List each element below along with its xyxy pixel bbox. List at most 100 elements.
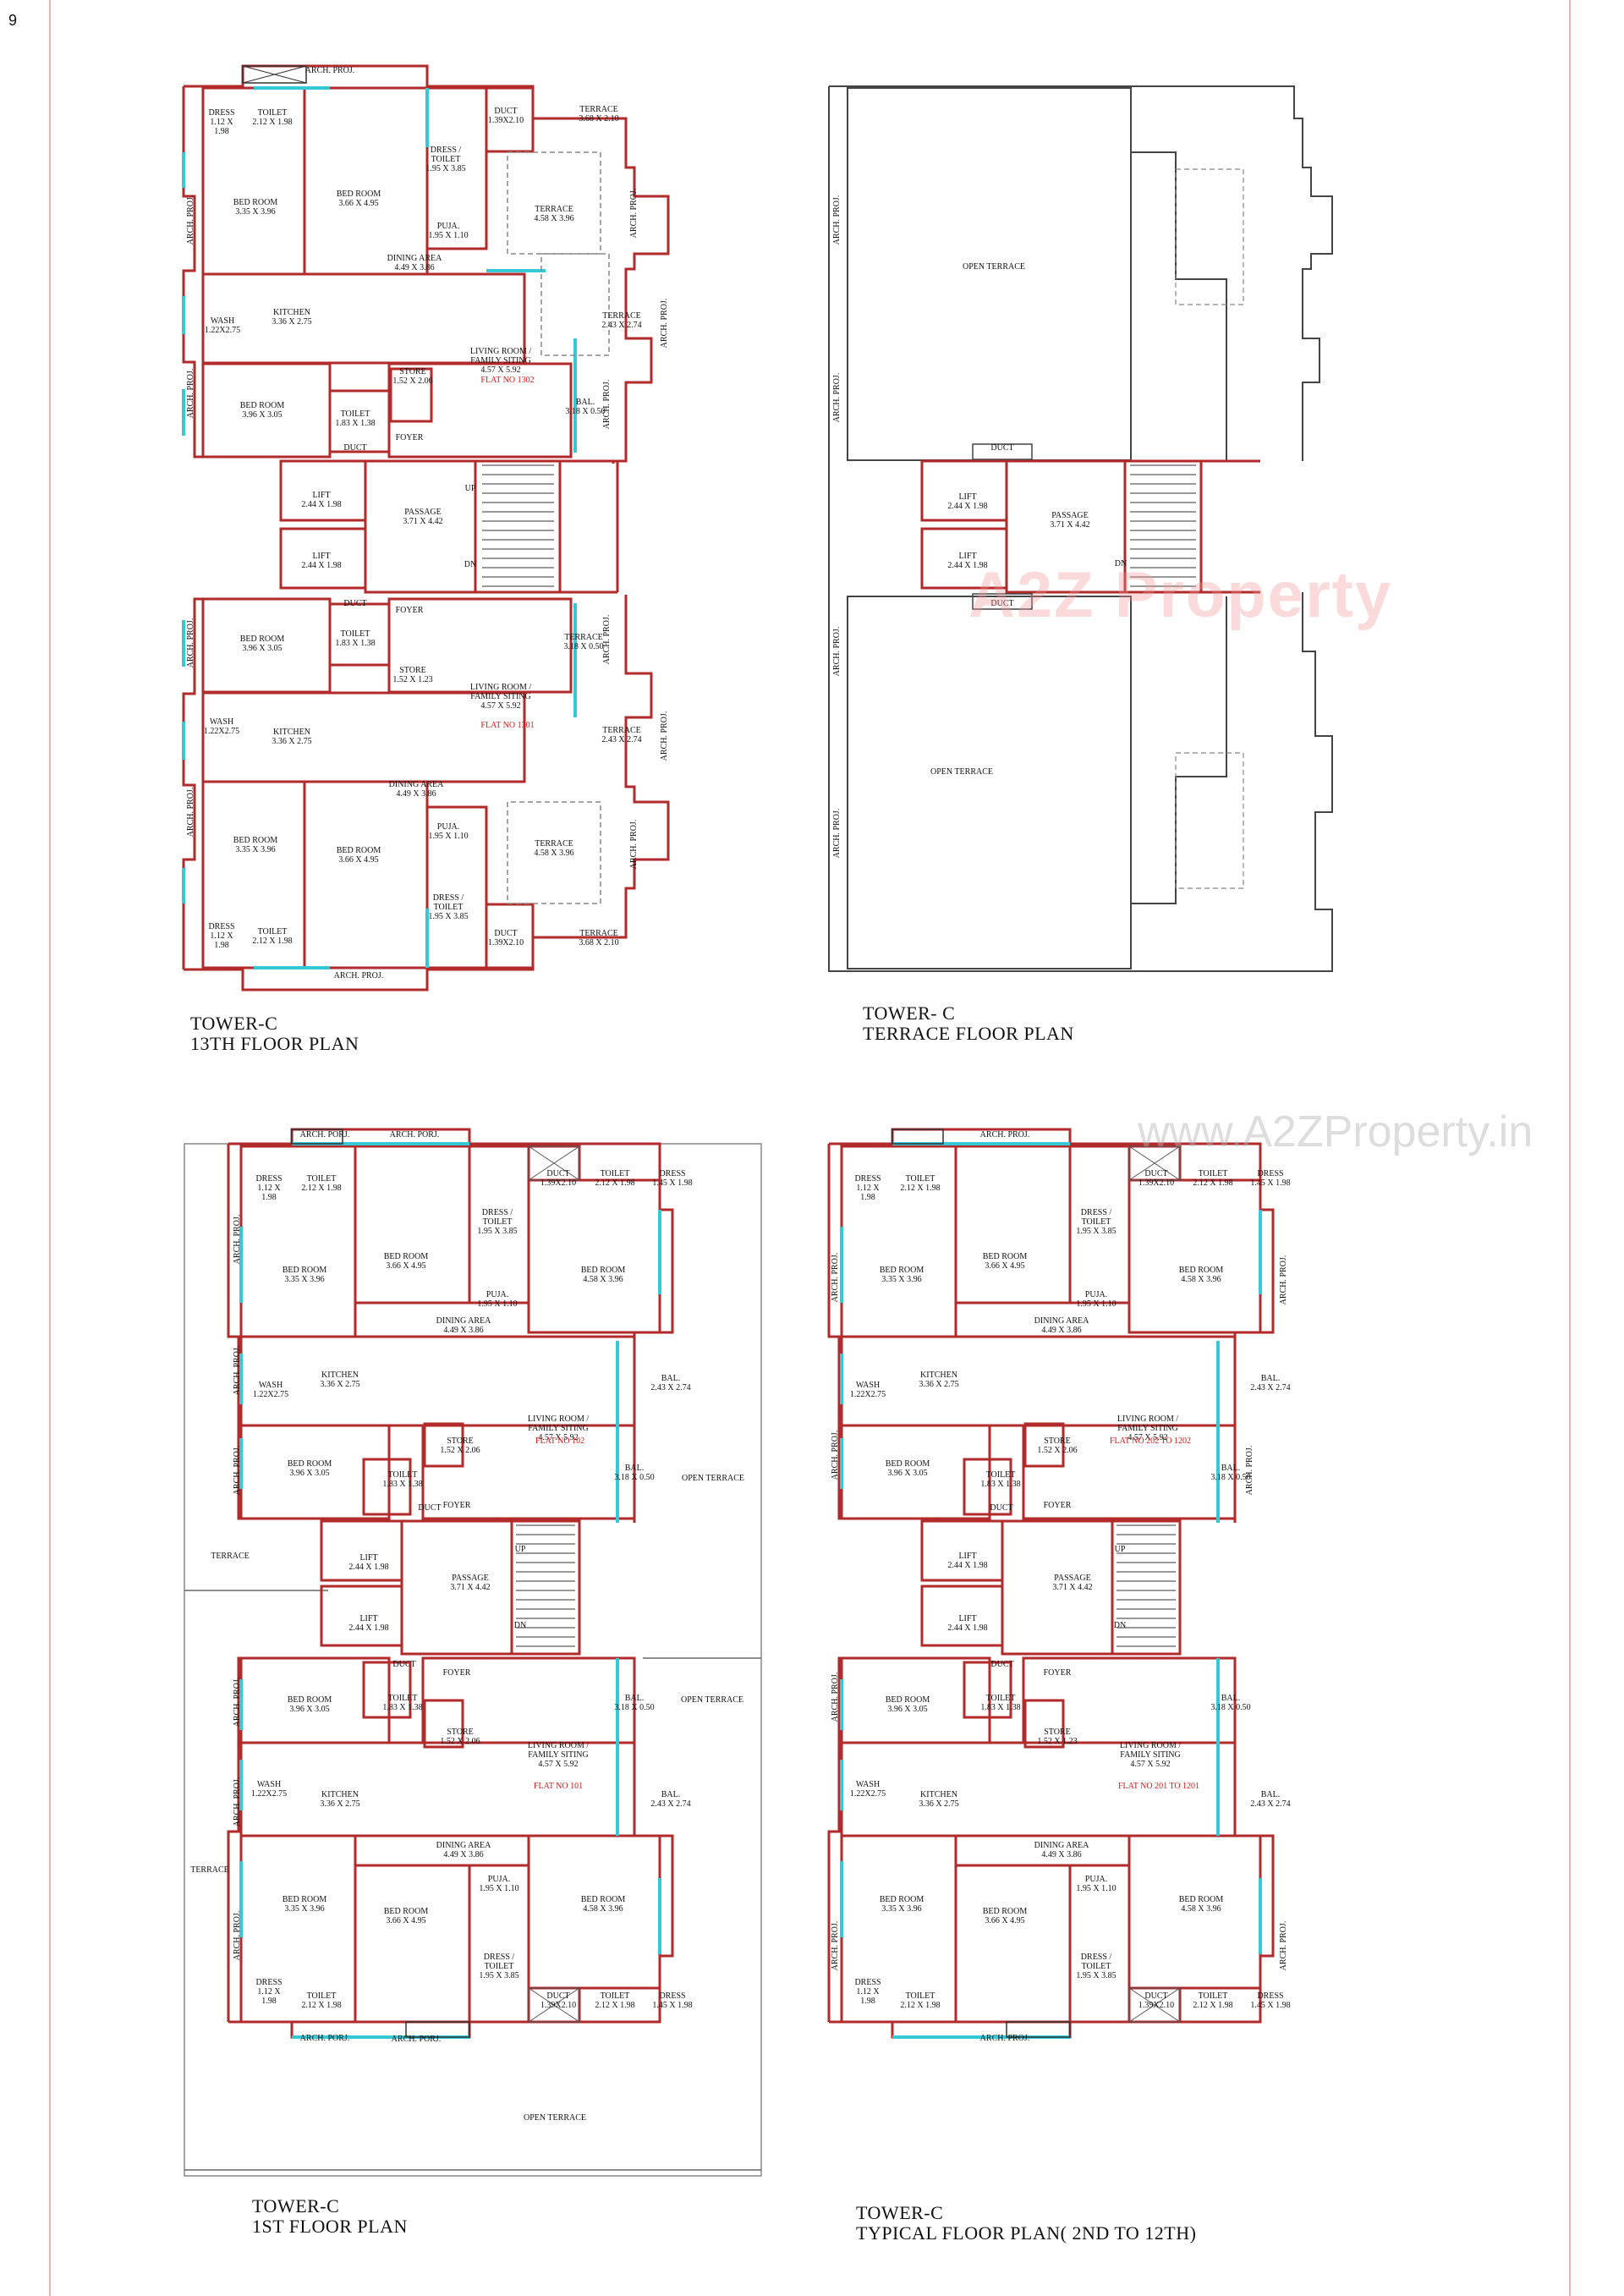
label-line: PUJA. bbox=[488, 1875, 510, 1884]
label-open-terrace: OPEN TERRACE bbox=[930, 767, 993, 777]
label-line: BED ROOM bbox=[288, 1695, 332, 1705]
label-line: TOILET bbox=[258, 108, 288, 118]
outer-wall bbox=[182, 597, 288, 969]
label-line: 3.18 X 0.50 bbox=[563, 642, 603, 651]
label-line: STORE bbox=[399, 367, 426, 376]
label-bal: BAL.2.43 X 2.74 bbox=[650, 1374, 690, 1392]
label-line: TOILET bbox=[485, 1962, 514, 1971]
title-terrace-floor: TOWER- C TERRACE FLOOR PLAN bbox=[863, 1003, 1074, 1044]
label-line: 2.44 X 1.98 bbox=[348, 1623, 388, 1633]
label-line: 1.12 X bbox=[257, 1987, 281, 1997]
title-line1: TOWER-C bbox=[856, 2202, 944, 2223]
label-line: PASSAGE bbox=[1054, 1574, 1091, 1583]
label-line: DUCT bbox=[392, 1660, 415, 1669]
label-arch-proj: ARCH. PROJ. bbox=[602, 380, 612, 430]
label-line: 3.35 X 3.96 bbox=[235, 207, 275, 217]
label-line: FOYER bbox=[396, 433, 424, 442]
label-duct: DUCT bbox=[990, 599, 1013, 608]
stair-wall bbox=[474, 459, 562, 594]
label-line: 1.95 X 3.85 bbox=[428, 912, 468, 921]
label-line: DRESS bbox=[659, 1169, 685, 1178]
label-line: 1.45 X 1.98 bbox=[1250, 1178, 1290, 1188]
label-line: 3.96 X 3.05 bbox=[289, 1705, 329, 1714]
title-line1: TOWER-C bbox=[252, 2195, 340, 2216]
label-line: ARCH. PROJ. bbox=[832, 195, 842, 245]
label-bal: BAL.3.18 X 0.50 bbox=[614, 1464, 654, 1482]
label-line: LIFT bbox=[312, 552, 330, 561]
terrace-outline bbox=[540, 253, 610, 356]
label-line: DRESS bbox=[1257, 1169, 1283, 1178]
label-line: 4.58 X 3.96 bbox=[583, 1275, 623, 1284]
label-line: FAMILY SITING bbox=[1120, 1750, 1181, 1760]
label-line: 3.35 X 3.96 bbox=[881, 1275, 921, 1284]
label-line: BED ROOM bbox=[581, 1895, 626, 1904]
label-line: 1.95 X 3.85 bbox=[1076, 1227, 1116, 1236]
label-line: OPEN TERRACE bbox=[930, 767, 993, 777]
duct-cross bbox=[528, 1145, 580, 1181]
label-line: 1.83 X 1.38 bbox=[382, 1703, 422, 1712]
living-wall bbox=[387, 362, 573, 459]
duct-box bbox=[972, 443, 1033, 460]
toilet-wall bbox=[963, 1458, 1012, 1516]
label-line: 1.95 X 1.10 bbox=[1076, 1299, 1116, 1309]
outer-wall bbox=[184, 64, 670, 464]
label-line: 3.71 X 4.42 bbox=[403, 517, 442, 526]
label-line: 3.66 X 4.95 bbox=[338, 199, 378, 208]
label-line: 1.52 X 2.06 bbox=[440, 1446, 480, 1455]
duct-box bbox=[528, 1145, 580, 1181]
duct-cross bbox=[1128, 1987, 1181, 2023]
label-flat-no: FLAT NO 202 TO 1202 bbox=[1110, 1436, 1191, 1446]
label-line: ARCH. PROJ. bbox=[233, 1446, 242, 1496]
label-arch-proj: ARCH. PROJ. bbox=[602, 615, 612, 665]
label-arch-proj: ARCH. PROJ. bbox=[629, 189, 639, 239]
label-foyer: FOYER bbox=[1044, 1501, 1072, 1510]
label-flat-no: FLAT NO 102 bbox=[535, 1436, 584, 1446]
label-duct: DUCT bbox=[418, 1503, 441, 1513]
label-line: DINING AREA bbox=[389, 780, 444, 789]
label-line: TOILET bbox=[307, 1174, 337, 1184]
label-line: 3.71 X 4.42 bbox=[450, 1583, 490, 1592]
label-line: DRESS / bbox=[433, 893, 464, 903]
label-line: ARCH. PROJ. bbox=[186, 788, 195, 838]
bedroom-wall bbox=[1127, 1178, 1262, 1334]
label-open-terrace: OPEN TERRACE bbox=[524, 2113, 586, 2123]
title-line1: TOWER- C bbox=[863, 1002, 956, 1024]
label-line: TOILET bbox=[601, 1169, 630, 1178]
label-arch-proj: ARCH. PROJ. bbox=[233, 1777, 242, 1827]
label-line: BED ROOM bbox=[384, 1252, 429, 1261]
label-line: 4.49 X 3.86 bbox=[394, 263, 434, 272]
label-line: 2.12 X 1.98 bbox=[252, 118, 292, 127]
label-line: FOYER bbox=[1044, 1501, 1072, 1510]
label-arch-proj: ARCH. PROJ. bbox=[832, 373, 842, 423]
label-line: TOILET bbox=[986, 1694, 1016, 1703]
label-line: ARCH. PROJ. bbox=[186, 369, 195, 419]
title-typical-floor: TOWER-C TYPICAL FLOOR PLAN( 2ND TO 12TH) bbox=[856, 2203, 1196, 2244]
label-line: 1.98 bbox=[214, 941, 229, 950]
label-line: ARCH. PROJ. bbox=[980, 1130, 1030, 1140]
label-line: FAMILY SITING bbox=[1117, 1424, 1178, 1433]
terrace-outline bbox=[507, 801, 601, 904]
label-line: ARCH. PROJ. bbox=[660, 711, 669, 761]
label-bal: BAL.3.18 X 0.50 bbox=[565, 398, 605, 416]
label-line: 1.52 X 2.06 bbox=[392, 376, 432, 386]
label-line: 1.45 X 1.98 bbox=[1250, 2001, 1290, 2010]
